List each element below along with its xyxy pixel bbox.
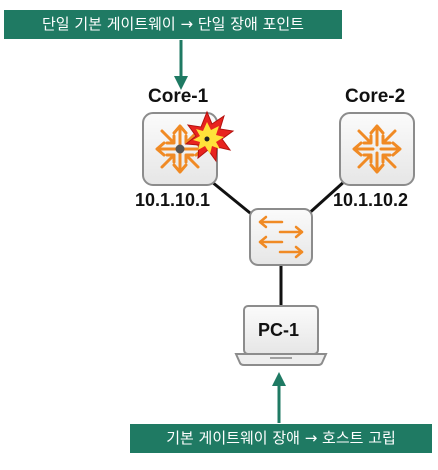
layer2-switch-icon[interactable] — [249, 208, 313, 266]
pc1-label: PC-1 — [258, 320, 300, 340]
link-core2-switch — [304, 178, 348, 218]
core2-router-icon[interactable] — [339, 112, 415, 186]
laptop-icon[interactable] — [234, 305, 328, 366]
top-banner: 단일 기본 게이트웨이 → 단일 장애 포인트 — [4, 10, 342, 39]
top-down-arrow — [174, 40, 188, 90]
network-links — [211, 178, 348, 306]
core1-ip-label: 10.1.10.1 — [135, 190, 211, 210]
core1-label: Core-1 — [148, 86, 209, 107]
core2-label: Core-2 — [345, 86, 406, 107]
bottom-banner: 기본 게이트웨이 장애 → 호스트 고립 — [130, 424, 432, 453]
failure-explosion-icon — [184, 110, 235, 163]
link-core1-switch — [211, 180, 256, 219]
core2-ip-label: 10.1.10.2 — [333, 190, 409, 210]
bottom-up-arrow — [272, 372, 286, 423]
